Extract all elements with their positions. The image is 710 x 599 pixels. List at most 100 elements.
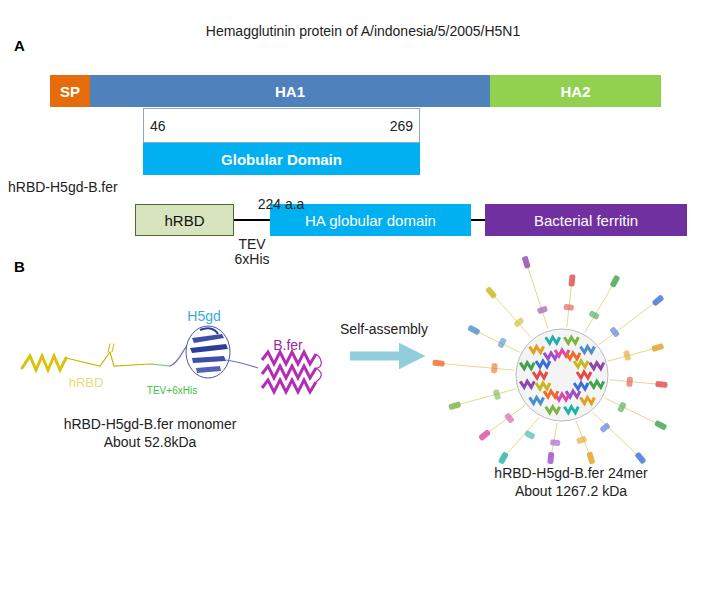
ferritin-helix [536,383,550,389]
domain-label: hRBD [164,212,204,229]
structure-caption: hRBD-H5gd-B.fer 24mer About 1267.2 kDa [476,464,666,500]
linker-chain [526,262,548,329]
globular-domain [634,451,646,464]
construct-name: hRBD-H5gd-B.fer [8,178,118,196]
ferritin-helix [530,347,544,353]
domain-subunit [576,436,587,445]
globular-domain [547,452,554,465]
globular-domain [586,451,595,464]
linker-chain [608,348,658,362]
ferritin-helix [546,337,560,343]
domain-box: Globular Domain [143,143,420,175]
domain-subunit [493,389,502,400]
ferritin-helix [590,381,604,387]
ferritin-helix [546,407,560,413]
process-label: Self-assembly [340,320,428,338]
h5gd-structure [186,326,258,378]
domain-subunit [564,304,575,311]
linker-line [234,219,270,221]
domain-tag: B.fer [273,336,303,354]
domain-box: HA1 [90,75,490,107]
linker-chain [491,293,532,338]
domain-subunit [524,430,536,440]
residue-number: 269 [390,118,413,134]
globular-domain [467,325,480,336]
domain-subunit [550,439,561,446]
linker-chain [474,330,520,352]
ferritin-helix [574,383,588,389]
globular-domain [448,401,461,410]
linker-chain [604,398,660,426]
ferritin-helix [536,361,550,367]
assembly-arrow [350,352,412,361]
ferritin-helix [574,361,588,367]
ferritin-helix [580,347,594,353]
globular-domain [609,275,620,288]
panel-letter: A [14,36,25,56]
figure-title: Hemagglutinin protein of A/indonesia/5/2… [206,22,520,40]
domain-subunit [504,412,515,424]
linker-chain [503,417,539,458]
domain-subunit [588,310,600,320]
globular-domain [485,286,497,299]
domain-label: HA globular domain [305,212,436,229]
domain-label: HA2 [560,83,590,100]
globular-domain [498,451,509,464]
globular-domain [655,381,668,388]
structure-caption: hRBD-H5gd-B.fer monomer About 52.8kDa [52,415,248,451]
linker-chain [455,389,516,406]
domain-subunit [609,326,620,338]
ferritin-helix [520,363,534,369]
ferritin-helix [530,397,544,403]
domain-subunit [599,422,611,433]
domain-subunit [537,306,548,315]
globular-domain [522,256,531,269]
ferritin-helix [566,353,580,359]
linker-chain [599,300,658,344]
domain-label: SP [60,83,80,100]
domain-box: SP [50,75,90,107]
cage-shell [516,329,608,421]
hrbd-structure [22,344,188,370]
domain-box: Bacterial ferritin [485,204,687,236]
linker-chain [485,405,525,435]
globular-domain [654,420,667,431]
residue-number: 46 [150,118,166,134]
ferritin-helix [580,397,594,403]
ferritin-helix [564,337,578,343]
length-label: 224 a.a [258,195,305,213]
domain-subunit [497,337,507,349]
domain-subunit [626,377,633,388]
linker-tag: TEV+6xHis [147,384,197,397]
bfer-structure [262,352,321,392]
domain-subunit [617,401,627,413]
domain-box: HA2 [490,75,661,107]
domain-subunit [491,363,498,374]
linker-chain [592,412,640,458]
globular-domain [568,274,575,287]
domain-box: 46 269 [143,108,420,143]
domain-subunit [513,317,525,328]
globular-domain [432,360,445,367]
linker-chain [567,280,572,327]
globular-domain [651,294,664,306]
ferritin-helix [520,381,534,387]
domain-box: hRBD [135,204,234,236]
ferritin-helix [533,372,547,378]
globular-domain [478,429,491,441]
domain-tag: H5gd [187,307,220,325]
domain-tag: hRBD [69,375,104,392]
ferritin-helix [590,363,604,369]
linker-chain [585,281,615,332]
ferritin-cage [432,256,667,465]
linker-line [471,219,485,221]
ferritin-helix [564,407,578,413]
ferritin-helix [577,372,591,378]
linker-chain [439,363,515,370]
panel-letter: B [14,257,25,277]
domain-label: Bacterial ferritin [534,212,638,229]
domain-subunit [623,350,632,361]
linker-label: TEV 6xHis [229,237,275,266]
ferritin-helix [544,391,558,397]
domain-label: Globular Domain [221,151,342,168]
